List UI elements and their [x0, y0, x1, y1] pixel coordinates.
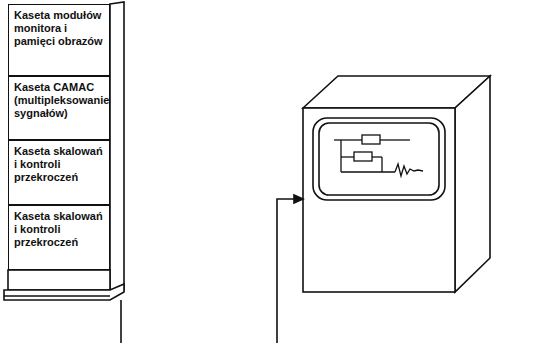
cassette-box: Kaseta CAMAC (multipleksowanie sygnałów) [8, 76, 110, 140]
screen-circuit [334, 135, 423, 176]
rack-cabinet [4, 2, 124, 343]
monitor-cable [277, 195, 303, 343]
cassette-label: Kaseta skalowań i kontroli przekroczeń [9, 141, 109, 187]
cassette-box: Kaseta modułów monitora i pamięci obrazó… [8, 4, 110, 76]
cassette-box: Kaseta skalowań i kontroli przekroczeń [8, 140, 110, 205]
cassette-label: Kaseta skalowań i kontroli przekroczeń [9, 206, 109, 252]
cassette-label: Kaseta modułów monitora i pamięci obrazó… [9, 5, 109, 51]
monitor [303, 76, 490, 292]
cassette-label: Kaseta CAMAC (multipleksowanie sygnałów) [9, 77, 109, 123]
cassette-box: Kaseta skalowań i kontroli przekroczeń [8, 205, 110, 270]
